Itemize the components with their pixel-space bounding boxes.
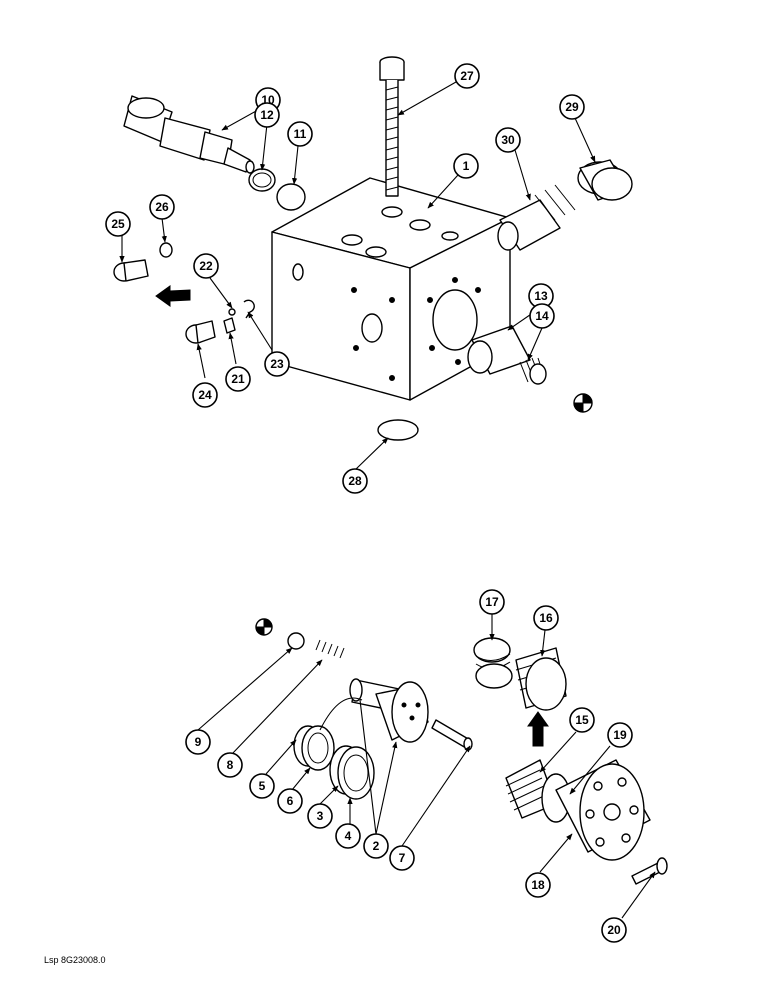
svg-text:8: 8 <box>227 758 234 772</box>
callout-14: 14 <box>529 303 555 329</box>
leader-lines <box>119 81 656 919</box>
spring-14 <box>519 357 547 385</box>
reference-symbol-lower <box>255 618 273 636</box>
callout-23: 23 <box>264 351 290 377</box>
relief-valve-10 <box>123 95 255 174</box>
piston-16 <box>515 647 567 711</box>
svg-text:22: 22 <box>199 259 213 273</box>
svg-text:15: 15 <box>575 713 589 727</box>
o-ring-26 <box>159 242 173 258</box>
callout-11: 11 <box>287 121 313 147</box>
callout-2: 2 <box>363 833 389 859</box>
callout-12: 12 <box>254 102 280 128</box>
svg-text:12: 12 <box>260 108 274 122</box>
svg-text:3: 3 <box>317 809 324 823</box>
bolt-20 <box>631 857 668 885</box>
svg-text:26: 26 <box>155 200 169 214</box>
svg-text:20: 20 <box>607 923 621 937</box>
callout-25: 25 <box>105 211 131 237</box>
callout-16: 16 <box>533 605 559 631</box>
pin-21 <box>223 317 236 334</box>
svg-text:21: 21 <box>231 372 245 386</box>
svg-text:29: 29 <box>565 100 579 114</box>
svg-text:1: 1 <box>463 159 470 173</box>
svg-text:11: 11 <box>294 127 307 141</box>
direction-arrow-upper <box>155 285 191 307</box>
callout-26: 26 <box>149 194 175 220</box>
pin-7 <box>431 719 473 751</box>
svg-text:30: 30 <box>501 133 515 147</box>
o-ring-11 <box>276 183 306 211</box>
callout-4: 4 <box>335 823 361 849</box>
callout-7: 7 <box>389 845 415 871</box>
svg-text:18: 18 <box>531 878 545 892</box>
callout-8: 8 <box>217 752 243 778</box>
valve-body-block <box>271 177 511 401</box>
callout-3: 3 <box>307 803 333 829</box>
callout-13: 13 <box>528 283 554 309</box>
callout-17: 17 <box>479 589 505 615</box>
svg-text:19: 19 <box>613 728 627 742</box>
callout-15: 15 <box>569 707 595 733</box>
svg-text:14: 14 <box>535 309 549 323</box>
ball-9 <box>287 632 305 650</box>
callout-9: 9 <box>185 729 211 755</box>
fitting-24 <box>185 320 216 344</box>
svg-text:13: 13 <box>534 289 548 303</box>
o-ring-28 <box>377 419 419 441</box>
svg-text:27: 27 <box>460 69 474 83</box>
svg-text:16: 16 <box>539 611 553 625</box>
svg-text:17: 17 <box>485 595 499 609</box>
spring-17 <box>473 637 513 689</box>
piston-2 <box>349 678 429 743</box>
clip-23 <box>243 299 255 319</box>
reference-code: Lsp 8G23008.0 <box>44 955 106 965</box>
svg-text:23: 23 <box>270 357 284 371</box>
ring-4 <box>337 746 375 800</box>
svg-text:4: 4 <box>345 829 352 843</box>
svg-text:7: 7 <box>399 851 406 865</box>
callout-28: 28 <box>342 468 368 494</box>
plug-29 <box>577 159 633 201</box>
callout-19: 19 <box>607 722 633 748</box>
callout-24: 24 <box>192 382 218 408</box>
callout-22: 22 <box>193 253 219 279</box>
valve-cartridge-30 <box>497 184 576 251</box>
ring-6 <box>301 725 335 771</box>
cap-screw-27 <box>379 56 405 197</box>
callout-30: 30 <box>495 127 521 153</box>
svg-text:24: 24 <box>198 388 212 402</box>
svg-text:25: 25 <box>111 217 125 231</box>
svg-text:5: 5 <box>259 779 266 793</box>
seal-ring-12 <box>248 168 276 192</box>
svg-text:9: 9 <box>195 735 202 749</box>
callout-18: 18 <box>525 872 551 898</box>
callout-1: 1 <box>453 153 479 179</box>
callout-29: 29 <box>559 94 585 120</box>
spool-13 <box>467 325 531 375</box>
spring-8 <box>315 639 345 659</box>
svg-text:2: 2 <box>373 839 380 853</box>
fitting-25 <box>113 259 149 282</box>
callout-5: 5 <box>249 773 275 799</box>
ball-22 <box>228 308 236 316</box>
svg-text:6: 6 <box>287 794 294 808</box>
callout-6: 6 <box>277 788 303 814</box>
callout-20: 20 <box>601 917 627 943</box>
svg-text:28: 28 <box>348 474 362 488</box>
callout-21: 21 <box>225 366 251 392</box>
reference-symbol-upper <box>573 393 593 413</box>
direction-arrow-lower <box>527 711 549 747</box>
end-cap-18 <box>555 759 651 861</box>
callout-27: 27 <box>454 63 480 89</box>
